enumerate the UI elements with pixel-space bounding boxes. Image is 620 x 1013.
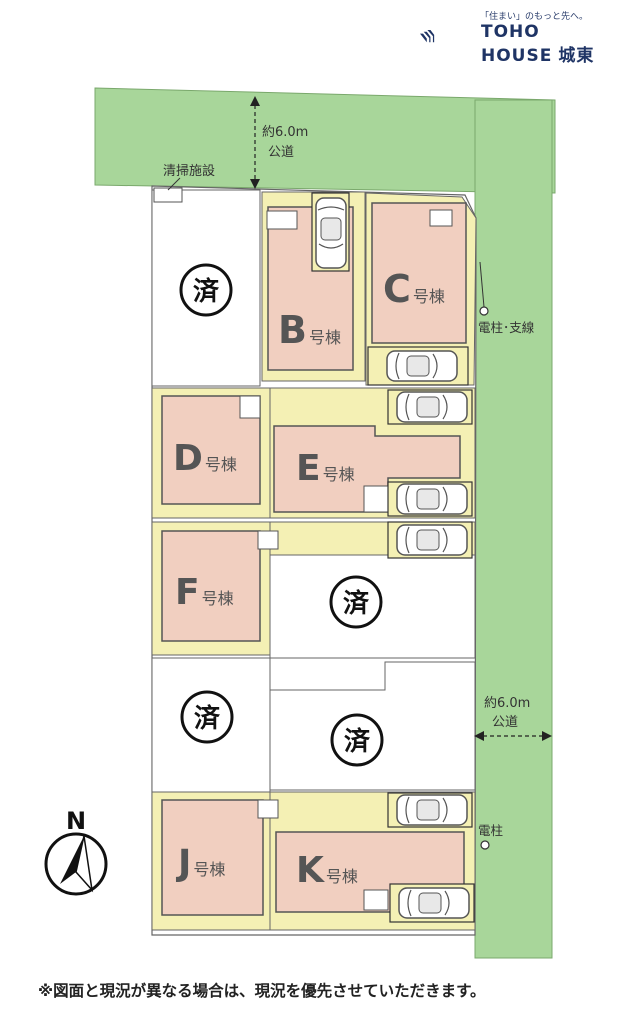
car-k (398, 887, 470, 919)
north-dim-arrow-top (250, 96, 260, 106)
car-b (315, 197, 347, 269)
unit-d (239, 395, 261, 419)
east-dim-arrow-left (474, 731, 484, 741)
north-arrow-icon-outline (75, 835, 94, 893)
cleaning-facility-label: 清掃施設 (163, 163, 215, 179)
house-j (161, 799, 264, 916)
toho-logo-icon (420, 29, 435, 43)
car-d (396, 391, 468, 423)
unit-c (429, 209, 453, 227)
east-road-label: 公道 (492, 715, 518, 730)
north-letter: N (66, 807, 86, 835)
sold-mark-w-text: 済 (194, 703, 221, 734)
house-f (161, 530, 261, 642)
unit-j (257, 799, 279, 819)
car-f (396, 524, 468, 556)
pole-with-guy-label: 電柱･支線 (478, 320, 535, 335)
car-e (396, 483, 468, 515)
north-road-width: 約6.0m (262, 125, 308, 140)
brand-branch: 城東 (558, 46, 595, 66)
north-arrow-icon (60, 836, 84, 884)
north-dim-arrow-bottom (250, 179, 260, 189)
footnote: ※図面と現況が異なる場合は、現況を優先させていただきます。 (38, 982, 486, 1000)
cleaning-facility-leader (167, 177, 181, 191)
cleaning-box (153, 187, 183, 203)
car-c (386, 350, 458, 382)
sold-mark-e-text: 済 (344, 726, 371, 757)
unit-b (266, 210, 298, 230)
north-road (94, 87, 556, 194)
pole-label: 電柱 (478, 823, 503, 838)
pole-with-guy-icon (479, 306, 489, 316)
brand-tagline: 「住まい」のもっと先へ。 (480, 12, 589, 22)
unit-k (363, 889, 389, 911)
sold-mark-center-text: 済 (343, 588, 370, 619)
pole-icon (480, 840, 490, 850)
brand-name-house: HOUSE (481, 46, 553, 66)
north-road-label: 公道 (268, 145, 294, 160)
east-dim-arrow-right (542, 731, 552, 741)
east-road-width: 約6.0m (484, 696, 530, 711)
brand-name-line1: TOHO (481, 22, 540, 42)
guy-wire-line (479, 261, 485, 308)
sold-mark-nw-text: 済 (193, 276, 220, 307)
unit-f (257, 530, 279, 550)
house-e (273, 425, 461, 513)
unit-e (363, 485, 389, 513)
car-j (396, 794, 468, 826)
